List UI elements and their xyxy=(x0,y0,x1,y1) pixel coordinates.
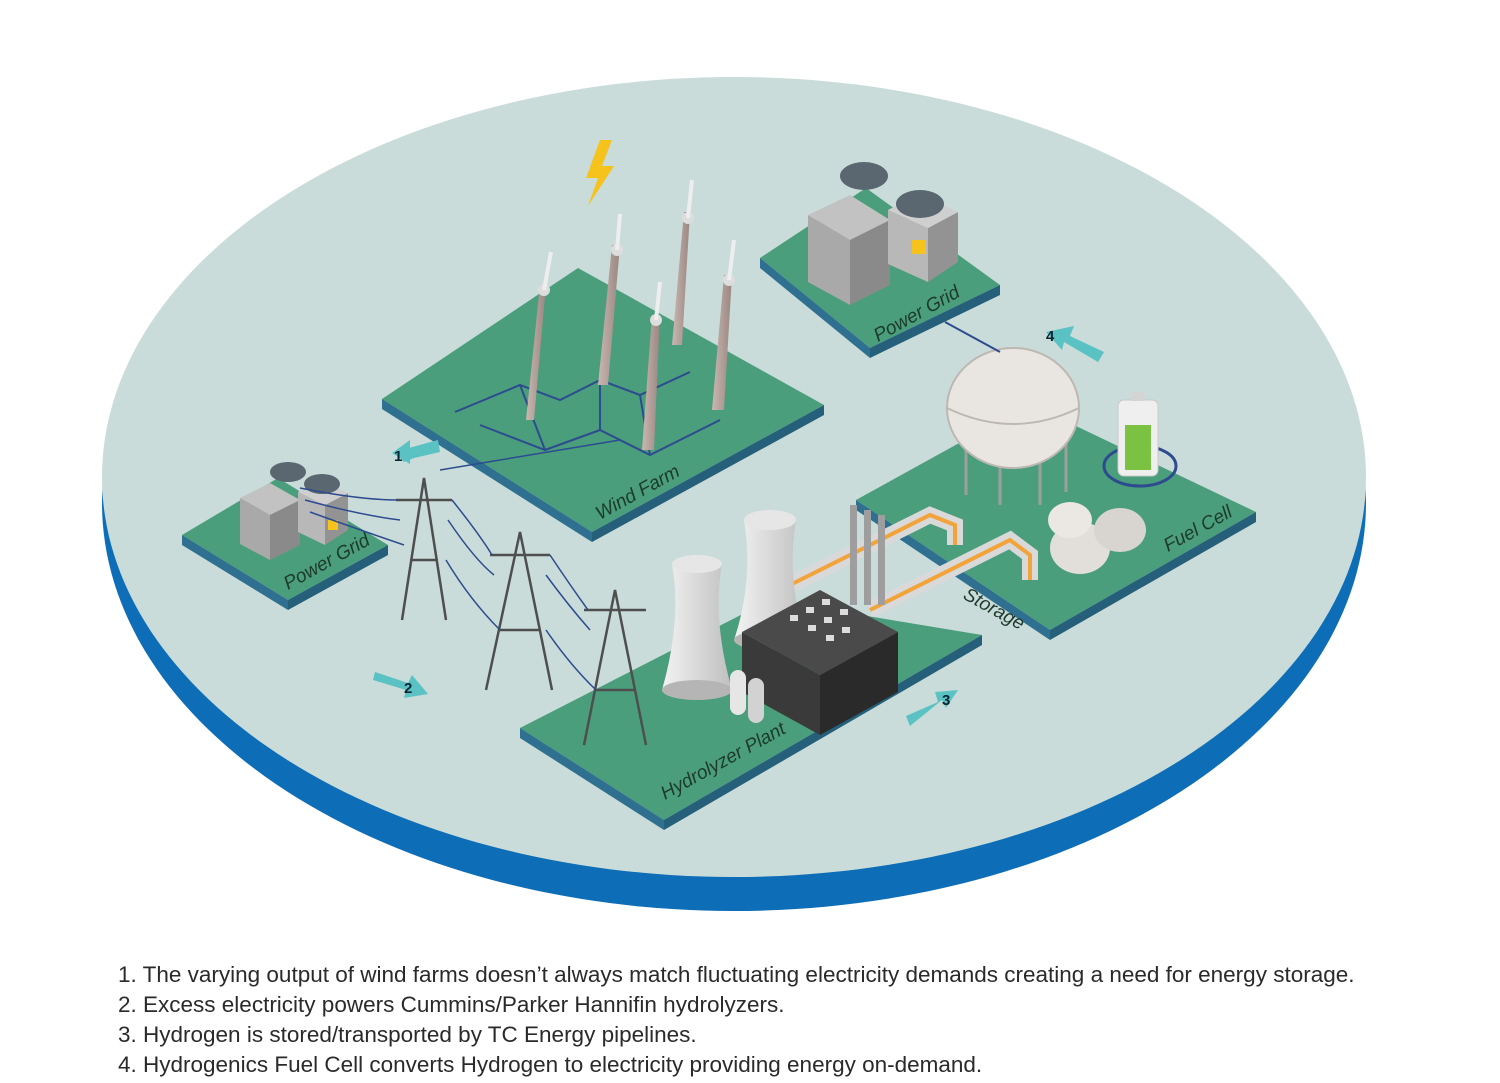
step-4-arrow: 4 xyxy=(1046,326,1104,362)
power-cables xyxy=(299,439,621,691)
electrolyzer-building xyxy=(742,505,898,735)
ground-disc xyxy=(102,77,1366,911)
step-1-number: 1 xyxy=(394,448,402,465)
transmission-tower xyxy=(582,589,648,746)
substation-building xyxy=(808,162,958,305)
note-2: 2. Excess electricity powers Cummins/Par… xyxy=(118,992,785,1017)
note-3: 3. Hydrogen is stored/transported by TC … xyxy=(118,1022,697,1047)
step-2-number: 2 xyxy=(404,680,412,697)
lightning-bolt-icon xyxy=(586,140,614,206)
wind-turbine xyxy=(526,251,553,420)
small-tanks xyxy=(730,670,764,723)
step-3-arrow: 3 xyxy=(906,690,958,726)
cooling-tower xyxy=(662,555,732,700)
battery-icon xyxy=(1102,392,1178,488)
step-2-arrow: 2 xyxy=(373,672,428,698)
hydrolyzer-plant-platform: Hydrolyzer Plant xyxy=(520,505,982,830)
step-1-arrow: 1 xyxy=(392,440,440,465)
note-4: 4. Hydrogenics Fuel Cell converts Hydrog… xyxy=(118,1052,983,1077)
transmission-tower xyxy=(484,531,554,691)
storage-tanks xyxy=(1048,502,1146,574)
wind-turbine xyxy=(712,239,736,410)
step-3-number: 3 xyxy=(942,692,950,709)
grid-connection-line xyxy=(944,321,1001,353)
hydrogen-pipelines xyxy=(786,506,1038,618)
wind-turbine xyxy=(672,179,694,345)
note-1: 1. The varying output of wind farms does… xyxy=(118,962,1355,987)
wind-turbine xyxy=(598,213,623,385)
transmission-tower xyxy=(396,477,452,621)
step-notes: 1. The varying output of wind farms does… xyxy=(118,960,1498,1080)
step-4-number: 4 xyxy=(1046,328,1055,345)
power-grid-top-platform: Power Grid xyxy=(760,162,1000,358)
hydrogen-storage-sphere xyxy=(946,347,1080,505)
substation-building xyxy=(240,462,348,560)
wind-farm-platform: Wind Farm xyxy=(382,179,824,542)
wind-turbine xyxy=(642,281,662,450)
